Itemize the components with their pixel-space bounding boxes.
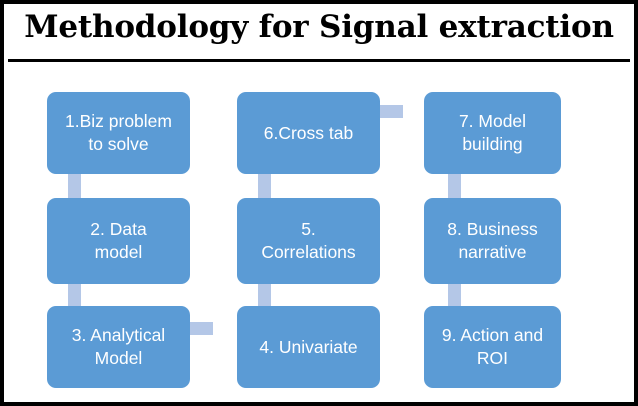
connector-5-to-6 [258, 172, 271, 198]
connector-2-to-3 [68, 282, 81, 308]
node-1-biz-problem[interactable]: 1.Biz problem to solve [47, 92, 190, 174]
node-5-correlations[interactable]: 5. Correlations [237, 198, 380, 284]
node-6-cross-tab[interactable]: 6.Cross tab [237, 92, 380, 174]
node-3-analytical-model[interactable]: 3. Analytical Model [47, 306, 190, 388]
page-title: Methodology for Signal extraction [24, 9, 614, 45]
node-8-business-narrative[interactable]: 8. Business narrative [424, 198, 561, 284]
node-7-model-building[interactable]: 7. Model building [424, 92, 561, 174]
connector-7-to-8 [448, 172, 461, 198]
connector-8-to-9 [448, 282, 461, 308]
node-2-data-model[interactable]: 2. Data model [47, 198, 190, 284]
title-divider [8, 59, 630, 62]
node-9-action-and-roi[interactable]: 9. Action and ROI [424, 306, 561, 388]
connector-1-to-2 [68, 172, 81, 198]
node-4-univariate[interactable]: 4. Univariate [237, 306, 380, 388]
connector-4-to-5 [258, 282, 271, 308]
